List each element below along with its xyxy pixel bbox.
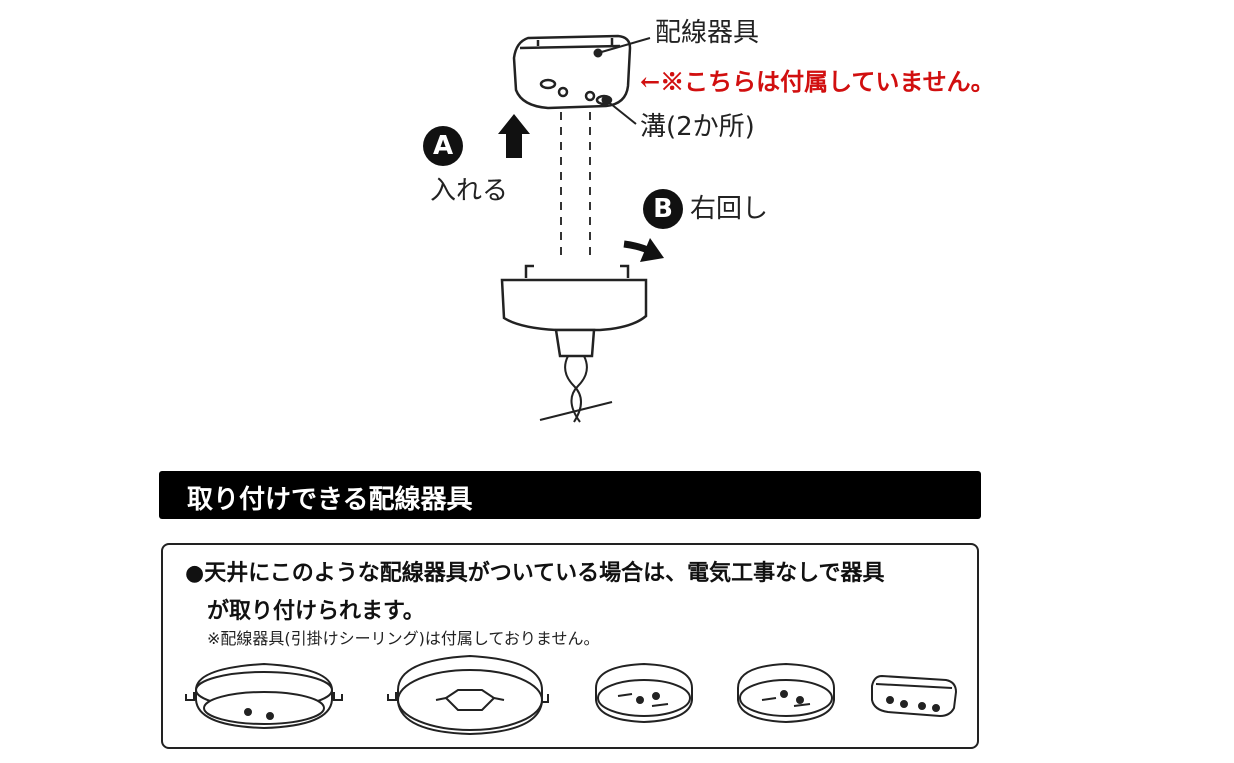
- label-not-included: ←※こちらは付属していません。: [640, 67, 995, 96]
- info-box: ●天井にこのような配線器具がついている場合は、電気工事なしで器具 が取り付けられ…: [161, 543, 979, 749]
- leader-lines: [593, 37, 651, 125]
- step-b-label: 右回し: [690, 194, 769, 224]
- fixture-illustration-3: [595, 662, 693, 724]
- wiring-fixture-box: [512, 34, 632, 110]
- fixture-illustration-2: [387, 654, 549, 736]
- step-a-badge: A: [423, 126, 463, 166]
- lamp-fitting: [500, 264, 648, 358]
- fixture-illustration-1: [185, 662, 343, 730]
- fixture-illustration-4: [737, 662, 835, 724]
- up-arrow-icon: [498, 114, 530, 158]
- section-title: 取り付けできる配線器具: [187, 485, 473, 515]
- info-text-line2: が取り付けられます。: [207, 599, 425, 624]
- fixture-illustration-5: [871, 674, 958, 718]
- step-b-badge: B: [643, 189, 683, 229]
- section-header: 取り付けできる配線器具: [159, 471, 981, 519]
- step-a-label: 入れる: [430, 176, 509, 206]
- cable: [539, 355, 613, 423]
- info-note: ※配線器具(引掛けシーリング)は付属しておりません。: [207, 629, 600, 648]
- rotate-arrow-icon: [623, 238, 664, 262]
- label-wiring-fixture: 配線器具: [655, 18, 760, 48]
- info-text-line1: ●天井にこのような配線器具がついている場合は、電気工事なしで器具: [185, 561, 885, 586]
- guide-dashes: [560, 112, 591, 255]
- label-groove: 溝(2か所): [640, 112, 755, 142]
